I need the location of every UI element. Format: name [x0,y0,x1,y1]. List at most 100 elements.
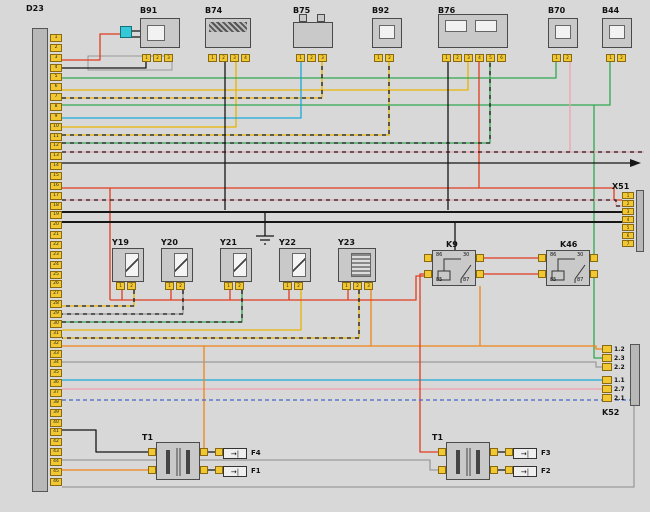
transformer-symbol [166,448,190,476]
connector-label-x51: X51 [612,182,630,191]
k46-pin [590,270,598,278]
shield-outline [87,55,173,71]
k46-pin-label: 87 [577,277,584,283]
pin: 32 [50,339,62,348]
connector-label-d23: D23 [26,4,44,13]
fuse-pin [215,448,223,456]
component-y23 [338,248,376,282]
connector-body-d23 [32,28,48,492]
pin: 1 [296,54,305,62]
component-t1-right [446,442,490,480]
t1-left-pin [148,448,156,456]
pin: 7 [50,93,62,102]
pin: 39 [50,408,62,417]
pin: 21 [50,231,62,240]
pin: 6 [50,83,62,92]
pin: 3 [364,282,373,290]
t1-left-pin [200,466,208,474]
fuse-pin [505,448,513,456]
pin: 1 [342,282,351,290]
pin: 2 [176,282,185,290]
pin: 2 [622,200,634,207]
fuse-pin [505,466,513,474]
k52-pin-label: 2.1 [614,394,625,402]
fuse-f2-symbol: →| [513,466,537,477]
pin: 7 [622,240,634,247]
pin: 28 [50,300,62,309]
pin [602,394,612,402]
fuse-label-f3: F3 [541,449,551,457]
pin: 2 [353,282,362,290]
k9-pin [424,254,432,262]
pin: 41 [50,428,62,437]
fuse-label-f2: F2 [541,467,551,475]
pin: 11 [50,132,62,141]
b91-inner [147,25,165,41]
fuse-label-f1: F1 [251,467,261,475]
pin: 38 [50,398,62,407]
y23-valve-symbol [351,253,371,277]
pin: 37 [50,388,62,397]
pin: 14 [50,162,62,171]
component-b76 [438,14,508,48]
fuse-arrow-icon: →| [230,467,240,476]
y22-valve-symbol [292,253,306,277]
pin: 17 [50,191,62,200]
component-label-t1-left: T1 [142,433,154,442]
pin: 15 [50,172,62,181]
t1-right-pin [438,448,446,456]
b76-inner [445,20,467,32]
k46-pin [538,270,546,278]
connector-body-x51 [636,190,644,252]
wires-orange [62,286,604,471]
pin: 1 [442,54,451,62]
pin: 3 [464,54,473,62]
k46-pin-label: 30 [577,252,584,258]
component-k46 [546,250,590,286]
component-label-k46: K46 [560,240,578,249]
y20-valve-symbol [174,253,188,277]
fuse-pin [215,466,223,474]
pin: 24 [50,260,62,269]
pin: 13 [50,152,62,161]
fuse-arrow-icon: →| [520,467,530,476]
component-label-b76: B76 [438,6,456,15]
k52-pin-label: 2.2 [614,363,625,371]
component-label-t1-right: T1 [432,433,444,442]
t1-right-pin [438,466,446,474]
pin: 44 [50,457,62,466]
pin: 1 [224,282,233,290]
k9-pin-label: 86 [436,252,443,258]
pin: 4 [50,63,62,72]
pin: 2 [385,54,394,62]
connector-label-k52: K52 [602,408,620,417]
pin: 42 [50,438,62,447]
fuse-arrow-icon: →| [230,449,240,458]
pin: 3 [318,54,327,62]
pin: 1 [208,54,217,62]
k46-pin [538,254,546,262]
pin: 3 [164,54,173,62]
pin: 27 [50,290,62,299]
b70-inner [555,25,571,39]
component-label-y22: Y22 [279,238,296,247]
b76-inner [475,20,497,32]
pin: 2 [294,282,303,290]
pin: 2 [307,54,316,62]
component-y19 [112,248,144,282]
pin: 2 [563,54,572,62]
pin: 1 [552,54,561,62]
b92-inner [379,25,395,39]
pin: 2 [127,282,136,290]
transformer-symbol [456,448,480,476]
pin: 4 [475,54,484,62]
k52-pin-label: 2.7 [614,385,625,393]
pin: 19 [50,211,62,220]
pin: 26 [50,280,62,289]
